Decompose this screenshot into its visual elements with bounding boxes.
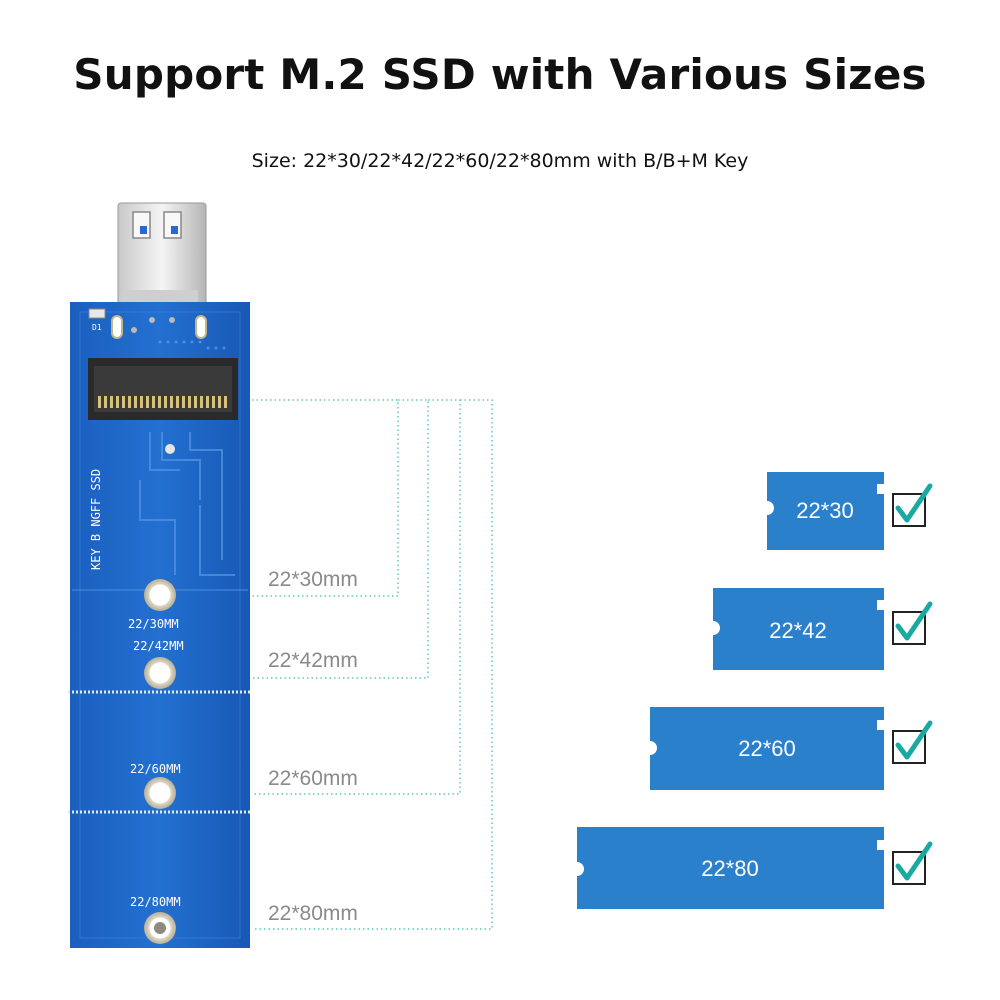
size-label-80: 22*80mm <box>268 902 358 925</box>
page-title: Support M.2 SSD with Various Sizes <box>73 50 927 99</box>
ssd-card-60: 22*60 <box>650 707 884 790</box>
ssd-card-42: 22*42 <box>713 588 884 670</box>
connector-pins <box>98 396 227 408</box>
board-mark-80: 22/80MM <box>130 895 181 909</box>
mount-hole-60 <box>144 777 176 809</box>
page-subtitle: Size: 22*30/22*42/22*60/22*80mm with B/B… <box>251 150 749 172</box>
checkbox-checked-icon <box>892 483 933 527</box>
size-label-30: 22*30mm <box>268 568 358 591</box>
board-mark-42: 22/42MM <box>133 639 184 653</box>
checkbox-checked-icon <box>892 720 933 764</box>
ssd-card-80: 22*80 <box>577 827 884 909</box>
usb-plug <box>117 202 207 306</box>
ssd-card-30: 22*30 <box>767 472 884 550</box>
ssd-label-60: 22*60 <box>738 736 796 761</box>
ssd-label-30: 22*30 <box>796 498 854 523</box>
pcb-board: D1 <box>68 302 252 948</box>
board-mark-30: 22/30MM <box>128 617 179 631</box>
mount-hole-42 <box>144 657 176 689</box>
board-mark-60: 22/60MM <box>130 762 181 776</box>
size-label-60: 22*60mm <box>268 767 358 790</box>
board-silk-text: KEY B NGFF SSD <box>89 469 103 570</box>
mount-hole-30 <box>144 579 176 611</box>
size-label-42: 22*42mm <box>268 649 358 672</box>
checkbox-checked-icon <box>892 601 933 645</box>
ssd-label-80: 22*80 <box>701 856 759 881</box>
ssd-label-42: 22*42 <box>769 618 827 643</box>
checkbox-checked-icon <box>892 841 933 885</box>
size-guide-lines <box>252 399 493 930</box>
led-label: D1 <box>92 323 102 332</box>
